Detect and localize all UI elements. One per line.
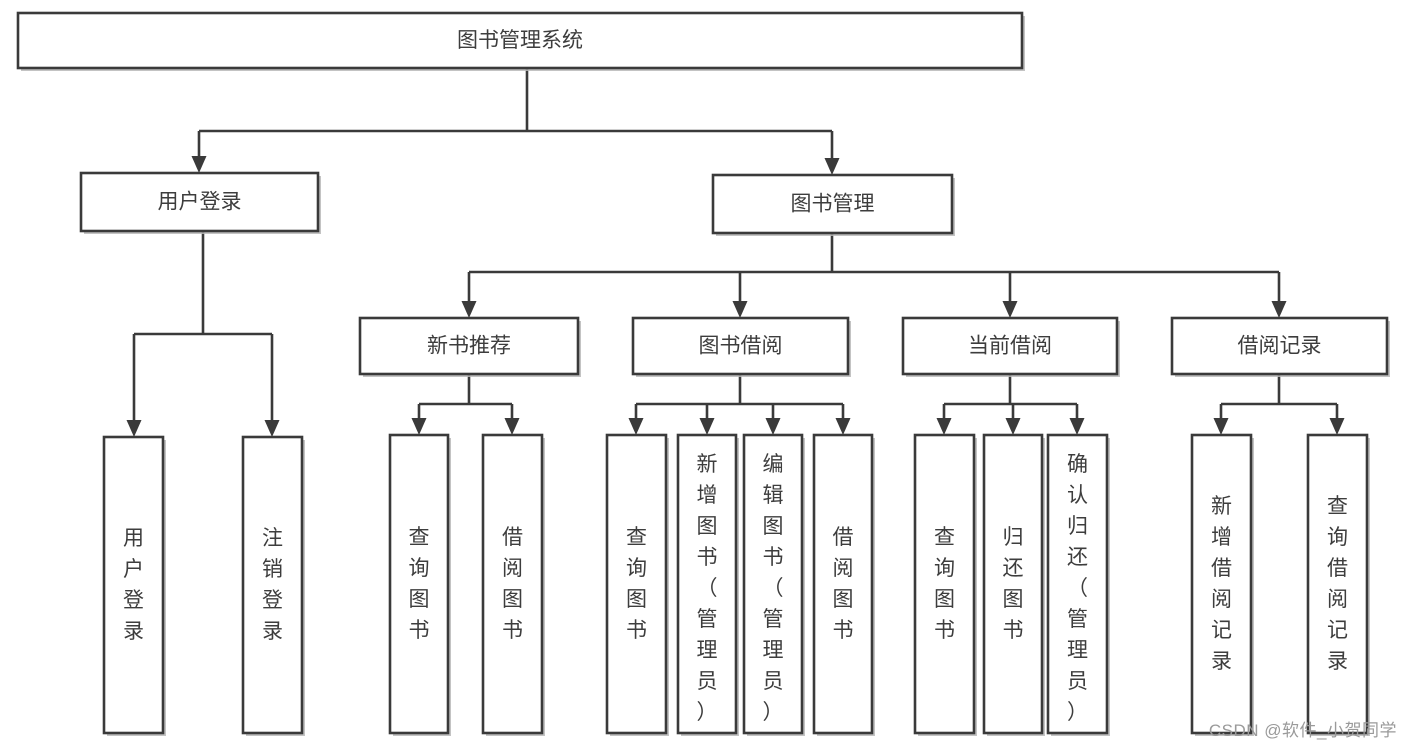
node-box[interactable]	[711, 173, 954, 235]
node-box[interactable]	[1170, 316, 1389, 376]
node-leaf-query-borrow-record[interactable]: 查询借阅记录	[1306, 433, 1370, 736]
node-box[interactable]	[1306, 433, 1369, 735]
node-label: 借阅记录	[1238, 335, 1322, 358]
node-box[interactable]	[913, 433, 976, 735]
arrow-head	[126, 420, 142, 437]
node-borrow-record[interactable]: 借阅记录	[1170, 316, 1390, 377]
node-box[interactable]	[1190, 433, 1253, 735]
nodes-layer: 图书管理系统用户登录图书管理新书推荐图书借阅当前借阅借阅记录用户登录注销登录查询…	[16, 11, 1390, 736]
node-new-book-rec[interactable]: 新书推荐	[358, 316, 581, 377]
arrow-head	[191, 156, 207, 173]
arrow-head	[732, 301, 748, 318]
node-box[interactable]	[481, 433, 544, 735]
node-leaf-query-book-current[interactable]: 查询图书	[913, 433, 977, 736]
node-user-login[interactable]: 用户登录	[79, 171, 321, 234]
node-leaf-borrow-book-rec[interactable]: 借阅图书	[481, 433, 545, 736]
node-label: 图书管理系统	[457, 29, 583, 52]
node-label: 编辑图书（管理员）	[763, 453, 784, 724]
node-label: 图书借阅	[699, 335, 783, 358]
node-box[interactable]	[241, 435, 304, 735]
arrow-head	[1213, 418, 1229, 435]
node-leaf-edit-book-admin[interactable]: 编辑图书（管理员）	[742, 433, 805, 736]
arrow-head	[824, 158, 840, 175]
node-label: 借阅图书	[502, 526, 523, 642]
node-box[interactable]	[102, 435, 165, 735]
node-label: 新增借阅记录	[1211, 495, 1232, 673]
node-box[interactable]	[631, 316, 850, 376]
node-book-manage[interactable]: 图书管理	[711, 173, 955, 236]
node-leaf-user-logout[interactable]: 注销登录	[241, 435, 305, 736]
node-leaf-query-book-borrow[interactable]: 查询图书	[605, 433, 669, 736]
node-box[interactable]	[358, 316, 580, 376]
node-current-borrow[interactable]: 当前借阅	[901, 316, 1120, 377]
node-label: 查询图书	[934, 526, 955, 642]
node-box[interactable]	[16, 11, 1024, 70]
node-label: 新书推荐	[427, 335, 511, 358]
node-leaf-return-book[interactable]: 归还图书	[982, 433, 1045, 736]
node-label: 归还图书	[1003, 526, 1024, 642]
arrow-head	[1069, 418, 1085, 435]
node-leaf-add-book-admin[interactable]: 新增图书（管理员）	[676, 433, 739, 736]
node-leaf-add-borrow-record[interactable]: 新增借阅记录	[1190, 433, 1254, 736]
node-leaf-query-book-rec[interactable]: 查询图书	[388, 433, 451, 736]
node-label: 新增图书（管理员）	[697, 453, 718, 724]
node-box[interactable]	[79, 171, 320, 233]
node-book-borrow[interactable]: 图书借阅	[631, 316, 851, 377]
node-box[interactable]	[676, 433, 738, 735]
node-label: 确认归还（管理员）	[1067, 453, 1088, 724]
arrow-head	[628, 418, 644, 435]
node-box[interactable]	[812, 433, 874, 735]
node-label: 查询图书	[626, 526, 647, 642]
node-box[interactable]	[742, 433, 804, 735]
arrow-head	[1005, 418, 1021, 435]
node-label: 注销登录	[262, 527, 283, 643]
node-label: 查询借阅记录	[1327, 495, 1348, 673]
node-leaf-borrow-book[interactable]: 借阅图书	[812, 433, 875, 736]
node-label: 借阅图书	[833, 526, 854, 642]
node-label: 当前借阅	[968, 335, 1052, 358]
arrow-head	[411, 418, 427, 435]
arrow-head	[1271, 301, 1287, 318]
node-leaf-user-login[interactable]: 用户登录	[102, 435, 166, 736]
connectors-layer	[126, 68, 1345, 437]
node-label: 查询图书	[409, 526, 430, 642]
node-label: 用户登录	[158, 191, 242, 214]
node-leaf-confirm-return-admin[interactable]: 确认归还（管理员）	[1046, 433, 1110, 736]
arrow-head	[835, 418, 851, 435]
node-box[interactable]	[901, 316, 1119, 376]
arrow-head	[699, 418, 715, 435]
node-label: 图书管理	[791, 193, 875, 216]
arrow-head	[461, 301, 477, 318]
arrow-head	[765, 418, 781, 435]
arrow-head	[504, 418, 520, 435]
node-root[interactable]: 图书管理系统	[16, 11, 1025, 71]
arrow-head	[1329, 418, 1345, 435]
node-label: 用户登录	[123, 527, 144, 643]
node-box[interactable]	[388, 433, 450, 735]
arrow-head	[1002, 301, 1018, 318]
node-box[interactable]	[982, 433, 1044, 735]
arrow-head	[264, 420, 280, 437]
node-box[interactable]	[1046, 433, 1109, 735]
arrow-head	[936, 418, 952, 435]
node-box[interactable]	[605, 433, 668, 735]
